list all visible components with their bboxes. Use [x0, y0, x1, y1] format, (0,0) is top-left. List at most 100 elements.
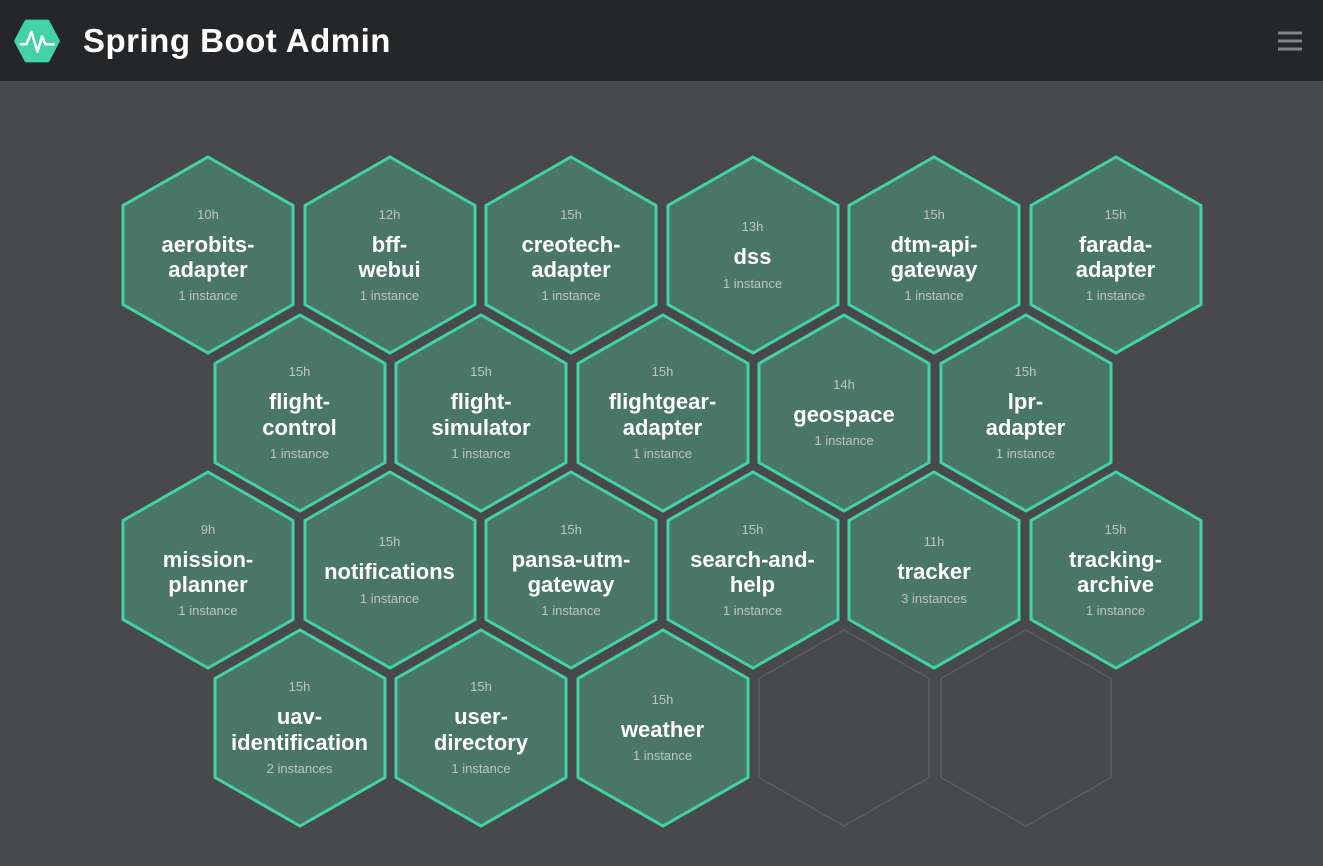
uptime-label: 15h	[651, 691, 674, 707]
instance-count: 1 instance	[1085, 288, 1146, 304]
hexagon-shape	[121, 155, 295, 355]
uptime-label: 10h	[197, 206, 219, 222]
application-name: notifications	[324, 559, 455, 585]
hexagon-shape	[757, 312, 931, 513]
hexagon-shape	[939, 628, 1112, 827]
hexagon-shape	[939, 312, 1112, 513]
hexagon-shape	[213, 627, 386, 828]
application-name: tracker	[897, 559, 971, 585]
application-info: 13h dss 1 instance	[666, 155, 840, 355]
uptime-label: 15h	[470, 364, 492, 380]
app-title: Spring Boot Admin	[83, 21, 391, 59]
instance-count: 1 instance	[1085, 603, 1146, 619]
application-hexagon[interactable]: 15h user-directory 1 instance	[394, 627, 568, 828]
hamburger-bar	[1278, 39, 1302, 42]
application-name: bff-webui	[358, 231, 421, 282]
application-hexagon[interactable]: 15h flightgear-adapter 1 instance	[576, 312, 750, 513]
application-name: mission-planner	[162, 546, 254, 597]
application-name: farada-adapter	[1075, 231, 1156, 282]
application-hexagon[interactable]: 15h farada-adapter 1 instance	[1029, 155, 1203, 355]
uptime-label: 12h	[378, 206, 401, 222]
uptime-label: 15h	[651, 364, 674, 380]
application-hexagon[interactable]: 15h tracking-archive 1 instance	[1029, 470, 1203, 670]
application-name: user-directory	[433, 704, 529, 755]
top-navbar: Spring Boot Admin	[0, 0, 1323, 81]
uptime-label: 15h	[1104, 521, 1127, 537]
hexagon-shape	[303, 155, 476, 355]
hexagon-shape	[394, 312, 568, 513]
application-info: 15h dtm-api-gateway 1 instance	[847, 155, 1021, 355]
uptime-label: 15h	[923, 206, 945, 222]
application-hexagon[interactable]: 10h aerobits-adapter 1 instance	[121, 155, 295, 355]
hamburger-menu-button[interactable]	[1278, 27, 1302, 54]
hexagon-shape	[121, 470, 295, 670]
instance-count: 1 instance	[541, 603, 601, 619]
application-name: dtm-api-gateway	[890, 231, 978, 282]
application-hexagon[interactable]: 15h dtm-api-gateway 1 instance	[847, 155, 1021, 355]
hexagon-shape	[394, 627, 568, 828]
instance-count: 1 instance	[451, 445, 511, 461]
application-name: flightgear-adapter	[608, 389, 717, 440]
uptime-label: 15h	[560, 521, 582, 537]
application-name: search-and-help	[690, 546, 815, 597]
instance-count: 1 instance	[904, 288, 964, 304]
application-info: 15h tracking-archive 1 instance	[1029, 470, 1203, 670]
instance-count: 1 instance	[541, 288, 601, 304]
instance-count: 1 instance	[451, 760, 511, 776]
uptime-label: 13h	[741, 219, 764, 235]
application-info: 15h farada-adapter 1 instance	[1029, 155, 1203, 355]
instance-count: 1 instance	[814, 433, 874, 449]
empty-hexagon	[939, 628, 1113, 828]
hexagon-shape	[847, 470, 1021, 670]
hexagon-shape	[303, 470, 476, 670]
instance-count: 1 instance	[722, 275, 783, 291]
application-name: geospace	[793, 401, 895, 427]
application-info: 10h aerobits-adapter 1 instance	[121, 155, 295, 355]
uptime-label: 15h	[741, 521, 764, 537]
instance-count: 1 instance	[178, 288, 238, 304]
application-name: dss	[733, 244, 772, 270]
application-name: aerobits-adapter	[161, 231, 255, 282]
hexagon-shape	[1029, 470, 1202, 670]
application-hexagon[interactable]: 12h bff-webui 1 instance	[303, 155, 477, 355]
hexagon-shape	[576, 312, 749, 513]
empty-hexagon	[757, 628, 931, 828]
hexagon-shape	[213, 312, 386, 513]
hexagon-shape	[484, 470, 658, 670]
uptime-label: 15h	[288, 679, 311, 695]
application-hexagon[interactable]: 13h dss 1 instance	[666, 155, 840, 355]
application-name: tracking-archive	[1069, 546, 1162, 597]
application-info: 15h flightgear-adapter 1 instance	[576, 313, 750, 513]
uptime-label: 15h	[288, 364, 311, 380]
uptime-label: 15h	[470, 679, 492, 695]
hexagon-shape	[1029, 155, 1202, 355]
uptime-label: 15h	[1104, 206, 1127, 222]
hexagon-shape	[758, 628, 930, 827]
instance-count: 1 instance	[632, 445, 693, 461]
application-name: uav-identification	[231, 704, 368, 755]
application-info: 12h bff-webui 1 instance	[303, 155, 477, 355]
instance-count: 1 instance	[359, 288, 420, 304]
